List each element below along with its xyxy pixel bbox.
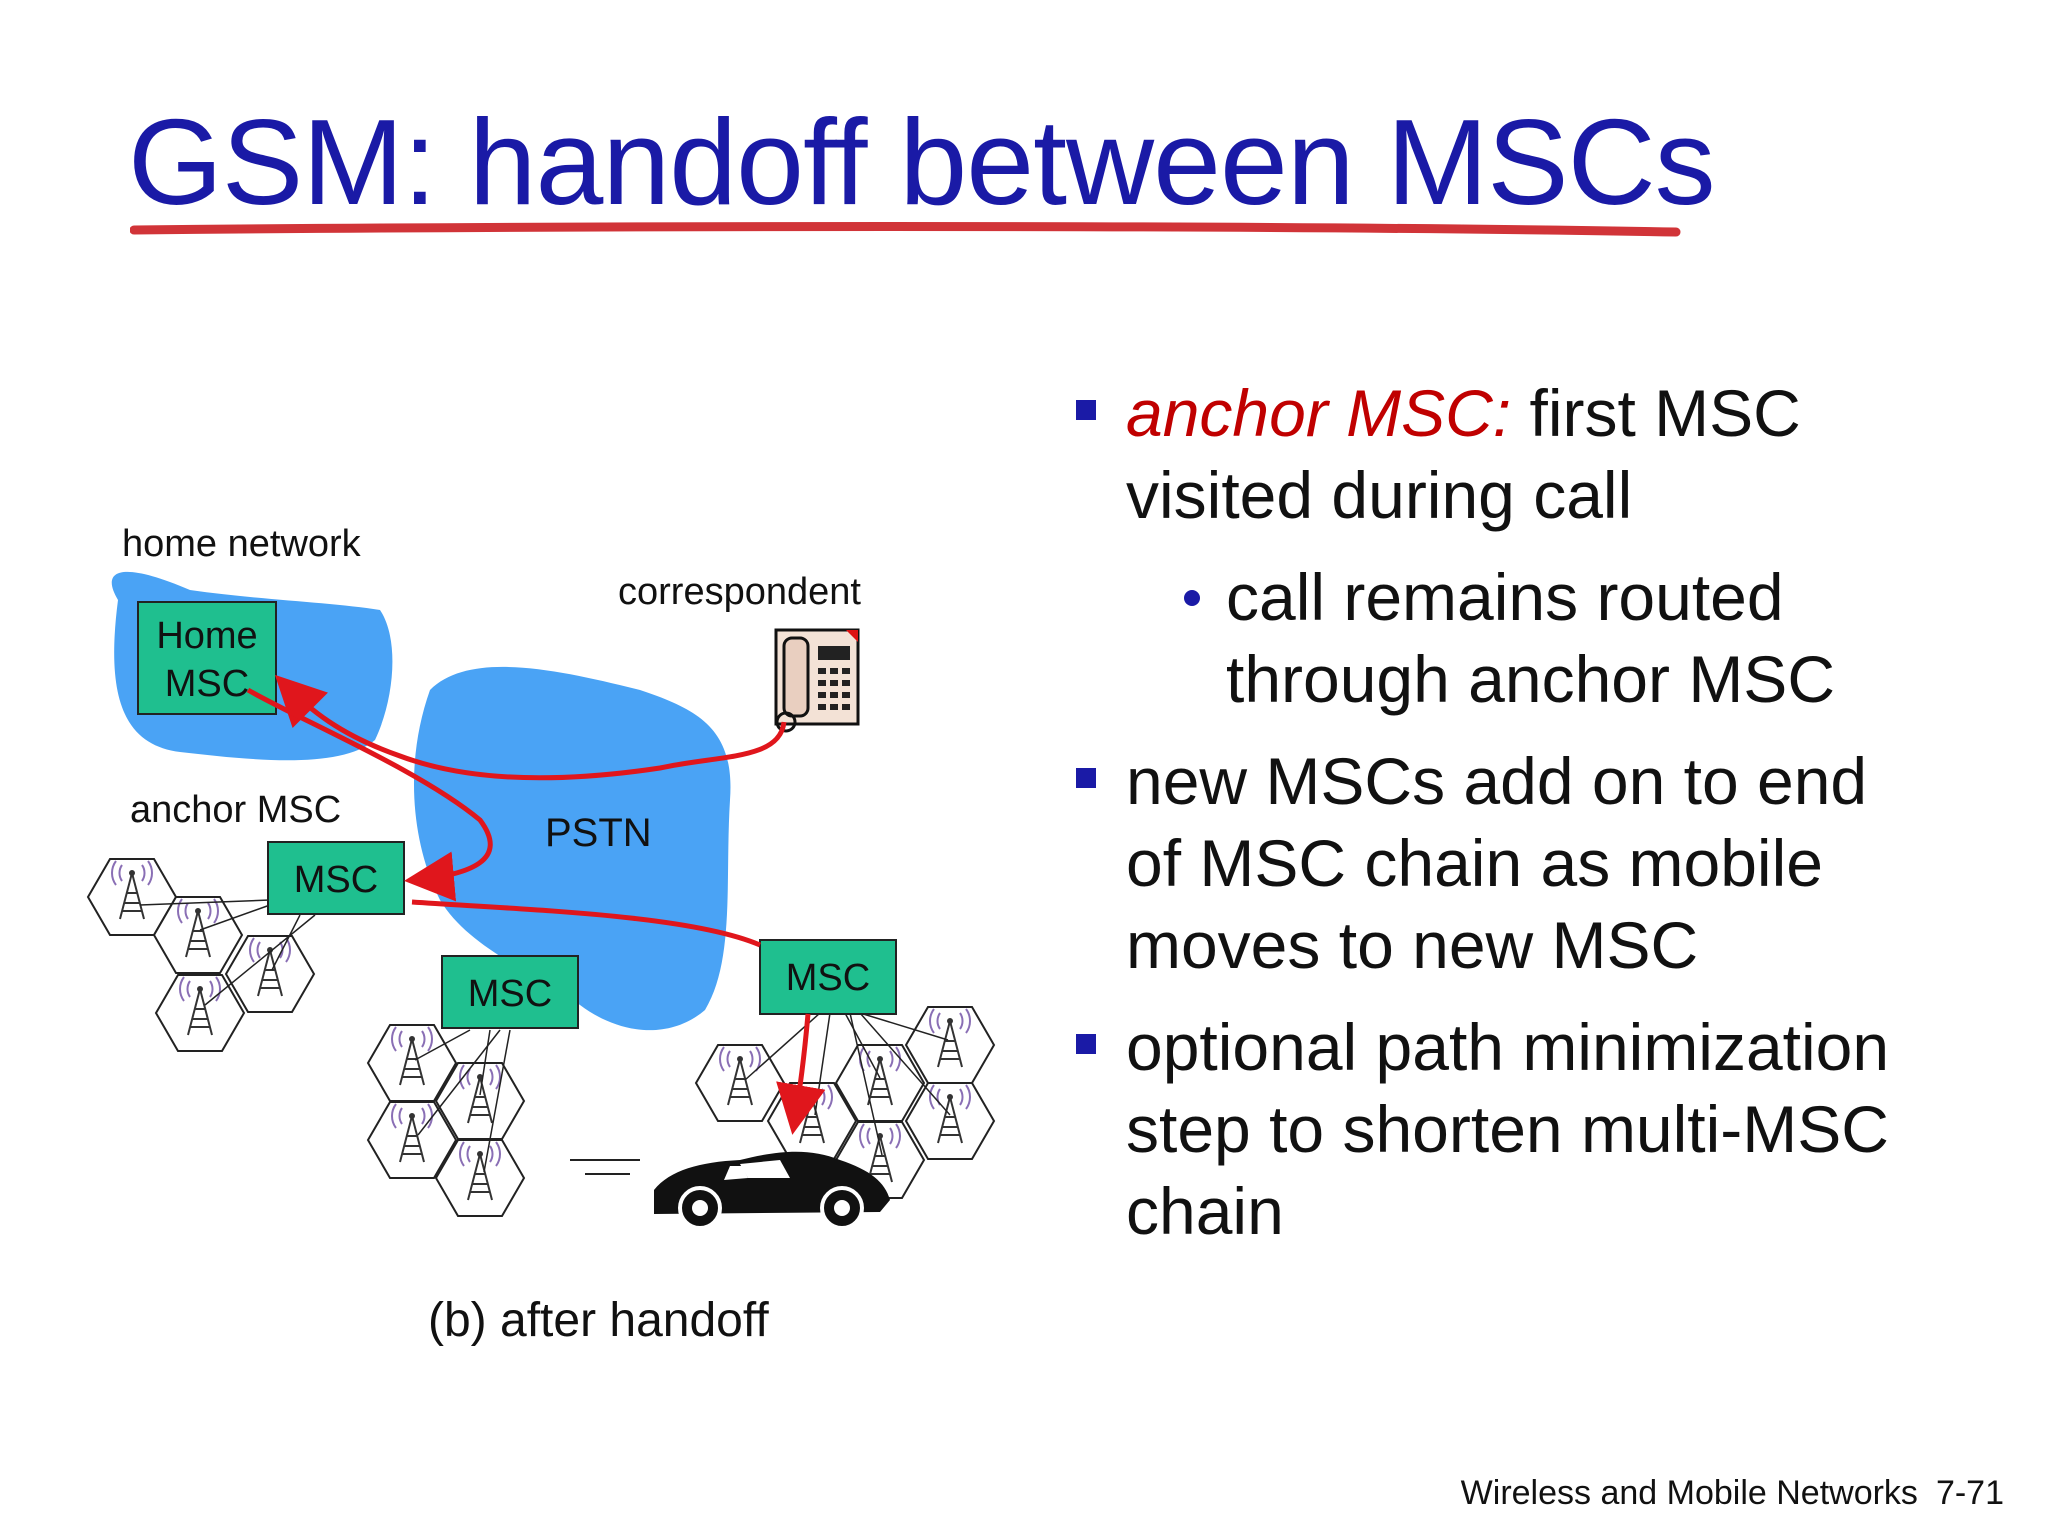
bullet-text: first MSC	[1511, 376, 1801, 450]
slide-footer: Wireless and Mobile Networks 7-71	[1461, 1474, 2004, 1513]
new-msc-box	[759, 939, 897, 1015]
bullet-text: moves to new MSC	[1126, 908, 1699, 982]
title-underline	[130, 222, 1681, 237]
bullet-term: anchor MSC:	[1126, 376, 1512, 450]
bullet-list: anchor MSC: first MSC visited during cal…	[1072, 372, 2032, 1272]
telephone-icon	[774, 628, 860, 733]
anchor-msc-box-label: MSC	[294, 859, 378, 901]
msc-box-middle	[441, 955, 579, 1029]
pstn-cloud	[413, 666, 731, 1031]
cell-tower-icon	[226, 936, 314, 1012]
anchor-msc-box	[267, 841, 405, 915]
bullet-text: visited during call	[1126, 458, 1633, 532]
pstn-label: PSTN	[545, 811, 652, 855]
diagram-caption: (b) after handoff	[428, 1294, 769, 1347]
correspondent-label: correspondent	[618, 571, 861, 613]
cell-tower-icon	[906, 1007, 994, 1083]
bullet-text: optional path minimization	[1126, 1010, 1890, 1084]
home-msc-label-line1: Home	[156, 615, 257, 657]
bullet-item: anchor MSC: first MSC visited during cal…	[1072, 372, 2032, 536]
bullet-text: of MSC chain as mobile	[1126, 826, 1823, 900]
home-msc-label-line2: MSC	[165, 663, 249, 705]
page-number: 7-71	[1935, 1474, 2004, 1512]
home-network-label: home network	[122, 523, 362, 565]
bullet-item: optional path minimization step to short…	[1072, 1006, 2032, 1252]
anchor-msc-label: anchor MSC	[130, 789, 341, 831]
new-msc-box-label: MSC	[786, 957, 870, 999]
bullet-item: new MSCs add on to end of MSC chain as m…	[1072, 740, 2032, 986]
sub-bullet-item: call remains routed through anchor MSC	[1072, 556, 2032, 720]
gsm-handoff-diagram: Home MSC MSC MSC MSC	[0, 523, 1060, 1347]
sub-bullet-text: through anchor MSC	[1226, 642, 1835, 716]
cell-tower-icon	[906, 1083, 994, 1159]
bullet-text: new MSCs add on to end	[1126, 744, 1868, 818]
bullet-marker	[1076, 400, 1096, 420]
footer-text: Wireless and Mobile Networks	[1460, 1474, 1918, 1512]
msc-box-middle-label: MSC	[468, 973, 552, 1015]
bullet-marker	[1076, 768, 1096, 788]
bullet-marker	[1076, 1034, 1096, 1054]
bullet-text: step to shorten multi-MSC	[1126, 1092, 1889, 1166]
car-icon	[570, 1151, 890, 1230]
sub-bullet-marker	[1184, 590, 1200, 606]
cell-tower-icon	[156, 975, 244, 1051]
slide-title: GSM: handoff between MSCs	[128, 94, 1716, 230]
call-route-arrows	[246, 674, 826, 1135]
sub-bullet-text: call remains routed	[1226, 560, 1784, 634]
bullet-text: chain	[1126, 1174, 1284, 1248]
